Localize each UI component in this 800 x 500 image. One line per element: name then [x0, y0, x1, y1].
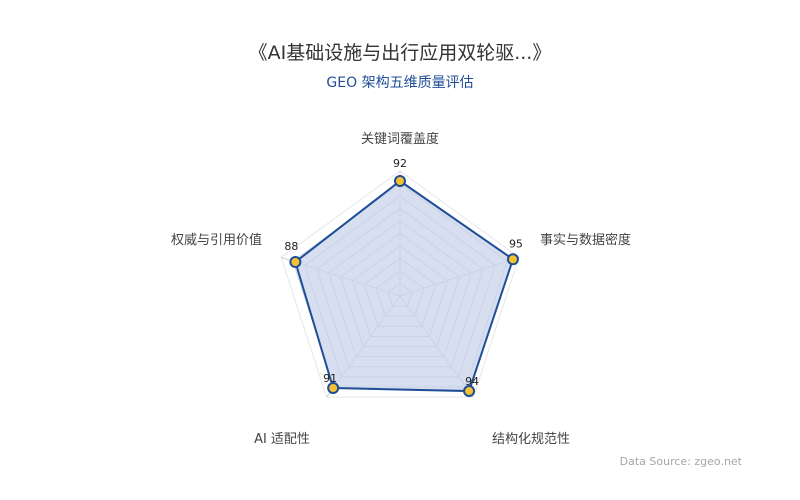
chart-subtitle: GEO 架构五维质量评估: [326, 75, 474, 91]
data-point-marker[interactable]: [289, 256, 302, 269]
axis-label: 权威与引用价值: [171, 232, 262, 248]
radar-markers[interactable]: [289, 175, 519, 398]
grid-ring: [280, 170, 520, 398]
axis-label: 结构化规范性: [492, 432, 570, 447]
data-point-marker[interactable]: [327, 382, 340, 395]
axis-label: AI 适配性: [254, 432, 310, 447]
radar-value-labels: 92 95 94 91 88: [284, 157, 523, 388]
value-label: 92: [393, 157, 407, 170]
data-point-marker[interactable]: [506, 253, 519, 266]
value-label: 88: [284, 240, 298, 253]
radar-data-area: [294, 179, 515, 393]
value-label: 91: [323, 372, 337, 385]
value-label: 94: [465, 375, 479, 388]
data-point-marker[interactable]: [463, 385, 476, 398]
value-label: 95: [509, 237, 523, 250]
data-point-marker[interactable]: [394, 175, 406, 187]
axis-label: 事实与数据密度: [540, 232, 631, 248]
axis-label: 关键词覆盖度: [361, 131, 439, 147]
chart-title: 《AI基础设施与出行应用双轮驱...》: [248, 42, 552, 64]
data-source-note: Data Source: zgeo.net: [619, 455, 742, 468]
